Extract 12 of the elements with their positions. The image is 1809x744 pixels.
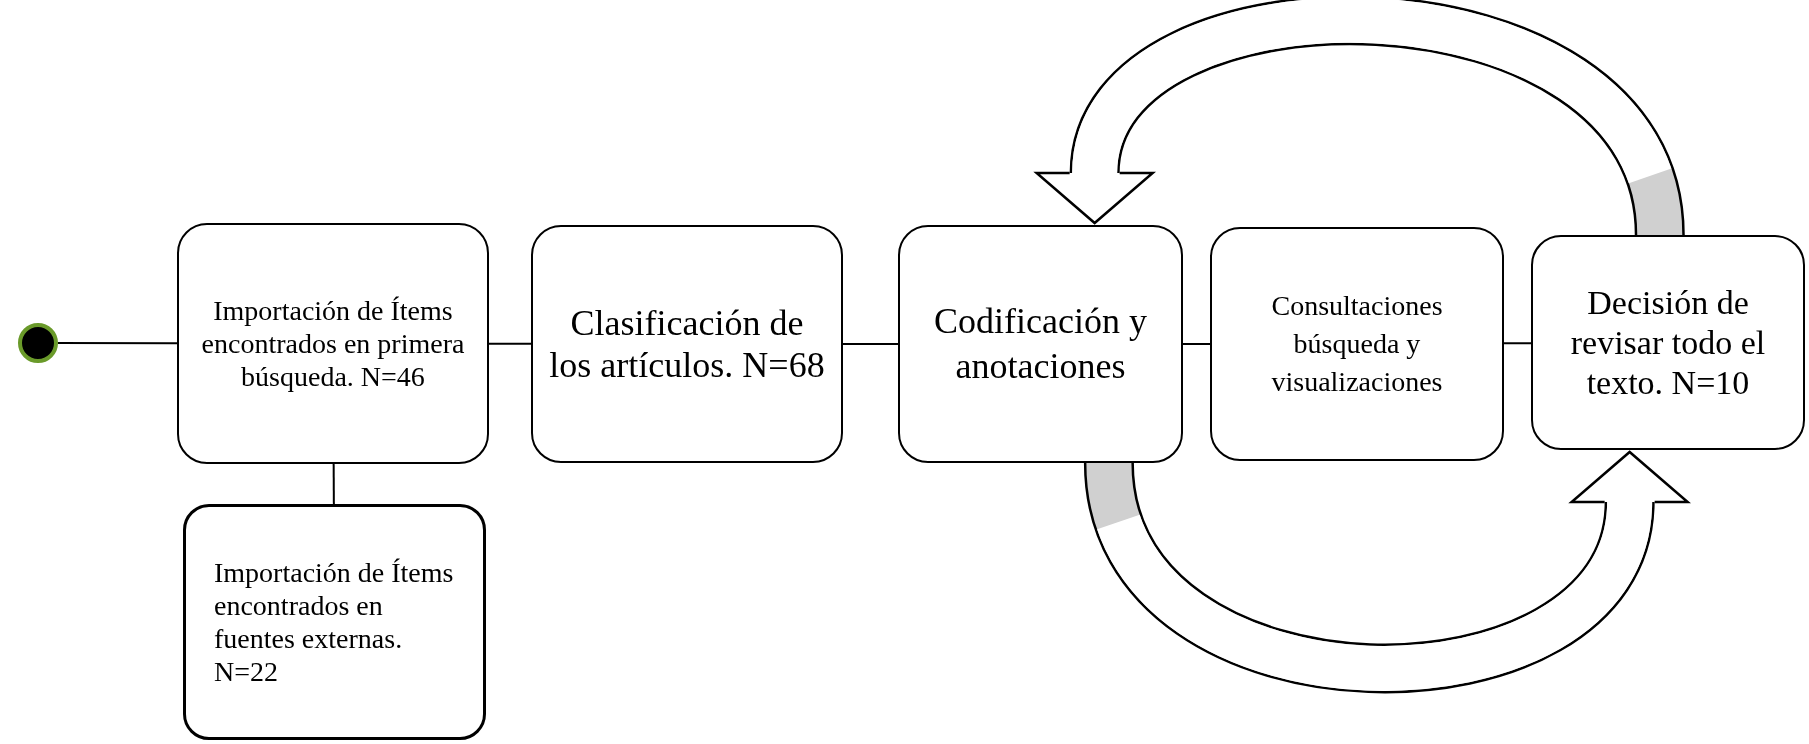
process-box xyxy=(1531,235,1805,450)
process-box xyxy=(177,223,489,464)
box-text: Consultaciones búsqueda y visualizaciones xyxy=(1270,289,1444,399)
box-text: Decisión de revisar todo el texto. N=10 xyxy=(1569,282,1767,403)
box-text: Clasificación de los artículos. N=68 xyxy=(549,302,825,386)
process-box xyxy=(898,225,1183,463)
box-text: Importación de Ítems encontrados en fuentes externas. N=22 xyxy=(214,556,455,688)
process-box xyxy=(531,225,843,463)
process-box xyxy=(183,504,486,740)
box-text: Codificación y anotaciones xyxy=(933,300,1148,388)
box-text: Importación de Ítems encontrados en primera búsqueda. N=46 xyxy=(200,294,466,393)
process-box xyxy=(1210,227,1504,461)
